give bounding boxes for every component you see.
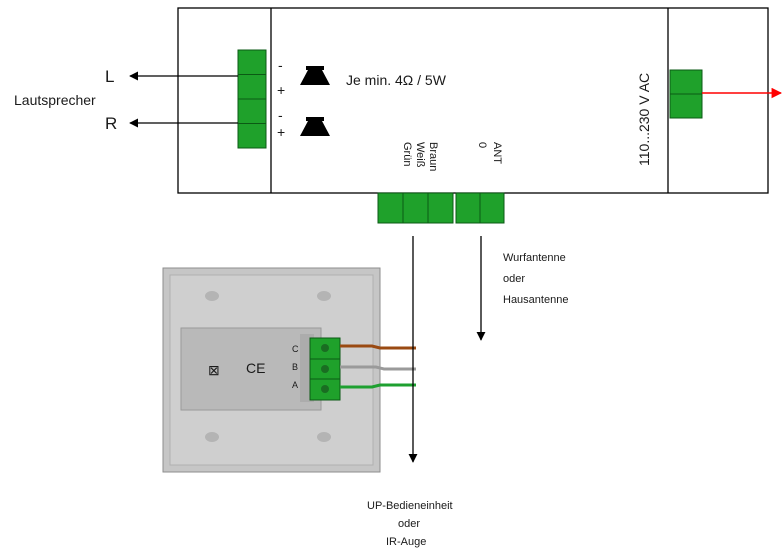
brown-wire	[340, 344, 416, 350]
wire-color-label: Braun	[427, 142, 439, 171]
antenna-terminal-block	[455, 192, 505, 224]
antenna-option-label: Wurfantenne	[503, 252, 566, 264]
panel-terminal-label: A	[292, 380, 298, 390]
control-panel-module	[162, 267, 381, 473]
antenna-terminal-label: ANT	[491, 142, 503, 164]
right-channel-label: R	[105, 114, 117, 133]
green-wire	[340, 383, 416, 389]
ce-mark: CE	[246, 360, 265, 376]
white-wire	[340, 365, 416, 371]
wire-color-label: Grün	[401, 142, 413, 166]
speaker-terminal-block	[237, 49, 267, 149]
polarity-sign: +	[277, 82, 285, 98]
panel-terminal-label: C	[292, 344, 299, 354]
bottom-label: IR-Auge	[386, 536, 426, 548]
disposal-mark: ⊠	[208, 362, 220, 378]
wire-color-label: Weiß	[414, 142, 426, 168]
impedance-label: Je min. 4Ω / 5W	[346, 72, 447, 88]
bottom-label: UP-Bedieneinheit	[367, 500, 453, 512]
power-label: 110...230 V AC	[636, 73, 652, 166]
speaker-label: Lautsprecher	[14, 92, 96, 108]
power-terminal-block	[669, 69, 703, 119]
speaker-icon	[300, 66, 330, 85]
bottom-label: oder	[398, 518, 420, 530]
polarity-sign: -	[278, 57, 283, 73]
polarity-sign: +	[277, 124, 285, 140]
antenna-terminal-label: 0	[476, 142, 488, 148]
left-channel-label: L	[105, 67, 114, 86]
speaker-icon	[300, 117, 330, 136]
panel-terminal-label: B	[292, 362, 298, 372]
antenna-option-label: oder	[503, 273, 525, 285]
control-terminal-block	[377, 192, 454, 224]
antenna-option-label: Hausantenne	[503, 294, 568, 306]
polarity-sign: -	[278, 107, 283, 123]
